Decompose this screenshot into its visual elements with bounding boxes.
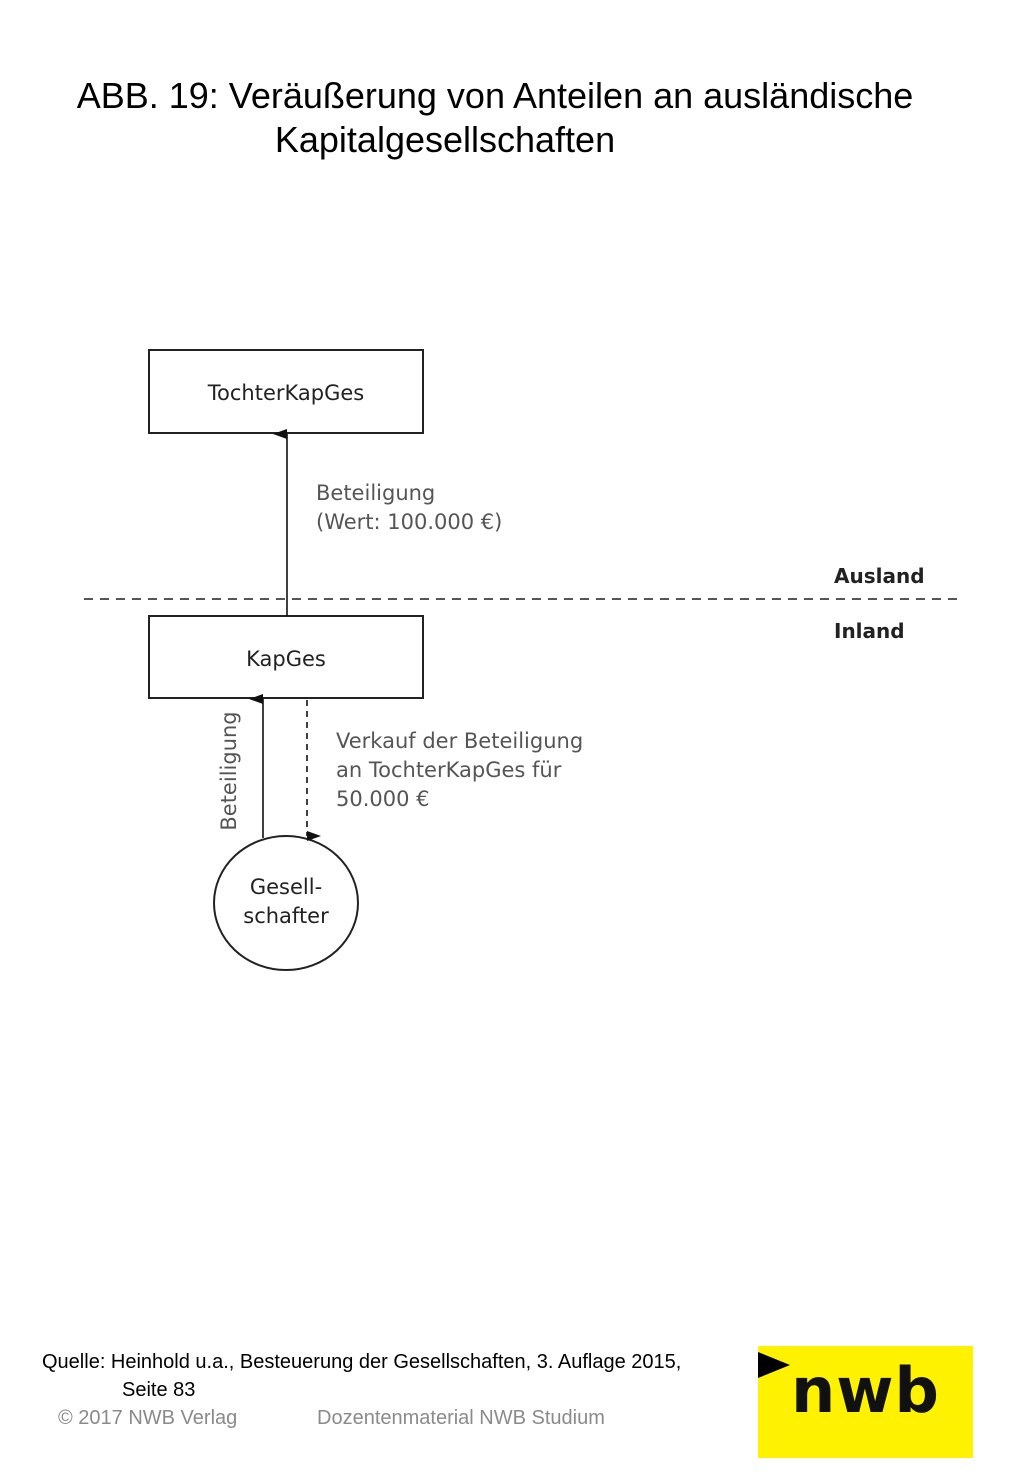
node-gesellschafter: Gesell- schafter <box>213 835 359 971</box>
source-citation: Quelle: Heinhold u.a., Besteuerung der G… <box>42 1351 682 1373</box>
page-title-line-2: Kapitalgesellschaften <box>274 119 616 160</box>
nwb-logo-text: nwb <box>791 1354 940 1427</box>
page-title-line-1: ABB. 19: Veräußerung von Anteilen an aus… <box>76 75 914 116</box>
node-tochterkapges-label: TochterKapGes <box>207 381 365 405</box>
region-ausland-label: Ausland <box>834 564 925 588</box>
footer-material: Dozentenmaterial NWB Studium <box>317 1407 605 1429</box>
edge-beteiligung-top-label-2: (Wert: 100.000 €) <box>316 510 502 534</box>
source-page: Seite 83 <box>122 1379 196 1401</box>
edge-beteiligung-bottom-label: Beteiligung <box>217 711 241 830</box>
edge-verkauf-label-1: Verkauf der Beteiligung <box>336 729 583 753</box>
diagram: TochterKapGes KapGes Gesell- schafter Be… <box>84 349 958 971</box>
nwb-logo: nwb <box>758 1346 973 1458</box>
node-kapges: KapGes <box>148 615 424 699</box>
node-gesellschafter-label-1: Gesell- <box>250 875 322 899</box>
footer-copyright: © 2017 NWB Verlag <box>58 1407 238 1429</box>
edge-verkauf-label-2: an TochterKapGes für <box>336 758 562 782</box>
node-kapges-label: KapGes <box>246 647 326 671</box>
edge-beteiligung-top-label-1: Beteiligung <box>316 481 435 505</box>
region-inland-label: Inland <box>834 619 905 643</box>
edge-verkauf-label-3: 50.000 € <box>336 787 430 811</box>
logo-arrow-icon <box>758 1352 790 1378</box>
node-gesellschafter-label-2: schafter <box>243 904 329 928</box>
node-tochterkapges: TochterKapGes <box>148 349 424 434</box>
